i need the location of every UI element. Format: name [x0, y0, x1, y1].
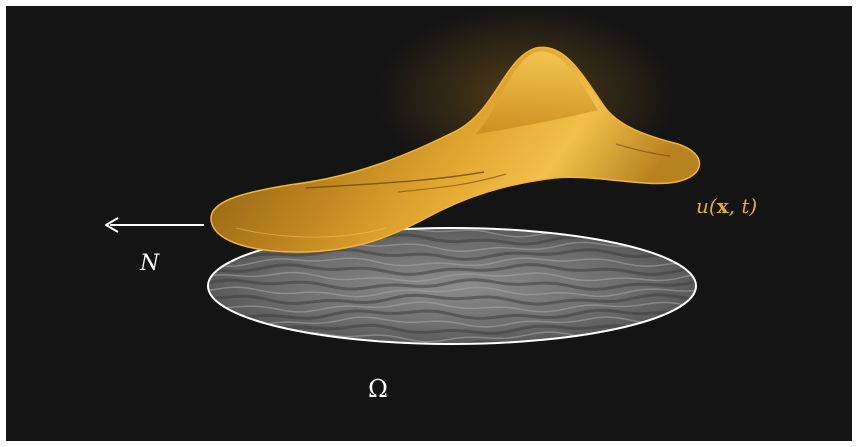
domain-texture-stripe	[208, 286, 696, 298]
domain-texture-stripe	[208, 308, 696, 320]
normal-arrow	[105, 217, 204, 233]
domain-texture-stripe	[208, 271, 696, 283]
surface	[210, 46, 701, 253]
surface-peak	[476, 51, 598, 135]
domain-texture-stripe	[208, 278, 696, 291]
domain-texture-stripe	[208, 257, 696, 268]
domain-texture-stripe	[208, 247, 696, 261]
domain-texture-stripe	[208, 263, 696, 276]
figure-svg	[105, 6, 701, 345]
figure-canvas: u(x, t) N Ω	[6, 6, 852, 441]
domain-label: Ω	[368, 375, 388, 403]
domain-texture-stripe	[208, 301, 696, 313]
surface-function-label: u(x, t)	[696, 194, 758, 218]
domain-texture-stripe	[208, 316, 696, 328]
domain-texture-stripe	[208, 293, 696, 306]
normal-label: N	[140, 251, 160, 276]
